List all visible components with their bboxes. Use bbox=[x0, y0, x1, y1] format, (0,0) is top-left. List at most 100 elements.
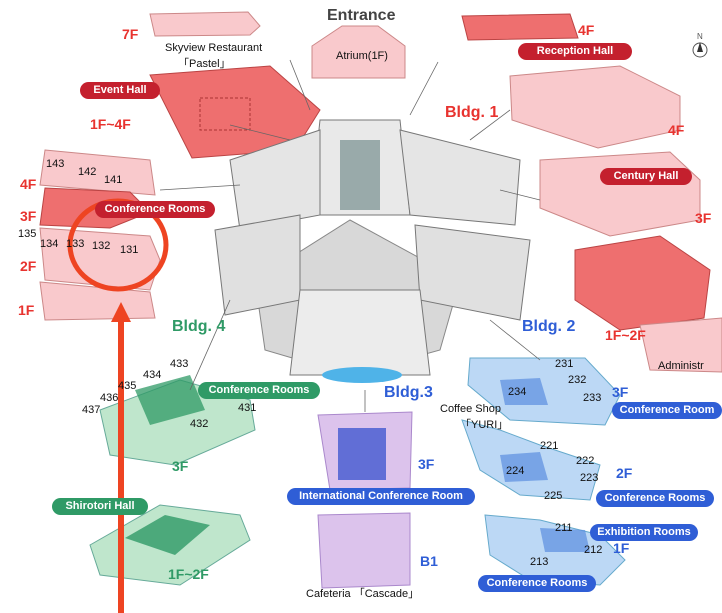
bldg1-east-wing bbox=[399, 129, 521, 226]
floor-plan-b4-conf bbox=[135, 375, 205, 425]
entrance-label: Entrance bbox=[327, 7, 396, 24]
floor-plan-admin bbox=[639, 317, 722, 373]
bldg3-wing bbox=[289, 289, 431, 376]
bldg4-conference-badge: Conference Rooms bbox=[198, 382, 320, 399]
coffee-shop-label-2: 「YURI」 bbox=[460, 419, 509, 431]
room-135: 135 bbox=[18, 228, 37, 240]
room-431: 431 bbox=[238, 402, 257, 414]
room-435: 435 bbox=[118, 380, 137, 392]
floor-plan-b3-b1 bbox=[317, 512, 411, 589]
exhibition-rooms-badge: Exhibition Rooms bbox=[590, 524, 698, 541]
bldg2-conference-3f-badge: Conference Room bbox=[612, 402, 722, 419]
bldg3-b1: B1 bbox=[420, 553, 438, 569]
floor-plan-event-hall bbox=[149, 65, 321, 159]
shirotori-hall-floor bbox=[125, 515, 210, 555]
bldg3-entrance bbox=[322, 367, 402, 383]
bldg2-3f: 3F bbox=[612, 384, 629, 400]
room-234: 234 bbox=[508, 386, 527, 398]
connector-line bbox=[289, 59, 311, 111]
skyview-label-2: 「Pastel」 bbox=[178, 58, 231, 70]
floor-plan-century-3f bbox=[539, 151, 701, 237]
bldg2-conference-2f-badge: Conference Rooms bbox=[596, 490, 714, 507]
century-1f-2f: 1F~2F bbox=[605, 327, 646, 343]
b2-3f-room bbox=[500, 378, 548, 405]
connector-line bbox=[469, 109, 511, 141]
bldg1-conference-badge: Conference Rooms bbox=[95, 201, 215, 218]
skyview-label-1: Skyview Restaurant bbox=[165, 42, 263, 54]
room-212: 212 bbox=[584, 544, 603, 556]
connector-line bbox=[409, 61, 439, 116]
administration-label: Administr bbox=[658, 360, 704, 372]
reception-4f: 4F bbox=[668, 122, 685, 138]
room-224: 224 bbox=[506, 465, 525, 477]
room-142: 142 bbox=[78, 166, 97, 178]
room-213: 213 bbox=[530, 556, 549, 568]
compass-label: N bbox=[697, 32, 703, 41]
floor-plan-reception-hall bbox=[509, 65, 681, 149]
coffee-shop-label-1: Coffee Shop bbox=[440, 403, 501, 415]
bldg2-2f: 2F bbox=[616, 465, 633, 481]
event-hall-badge: Event Hall bbox=[80, 82, 160, 99]
room-436: 436 bbox=[100, 392, 119, 404]
floor-plan-atrium bbox=[311, 25, 406, 79]
shirotori-hall-badge: Shirotori Hall bbox=[52, 498, 148, 515]
bldg1-4f: 4F bbox=[20, 176, 37, 192]
bldg2-wing bbox=[414, 224, 531, 321]
connector-line bbox=[159, 184, 241, 191]
room-232: 232 bbox=[568, 374, 587, 386]
cafeteria-label: Cafeteria 「Cascade」 bbox=[306, 588, 420, 600]
atrium-label: Atrium(1F) bbox=[336, 50, 388, 62]
floor-plan-b1-4f bbox=[39, 149, 156, 196]
annotation-arrow-head bbox=[111, 302, 131, 322]
connector-line bbox=[189, 299, 231, 391]
room-131: 131 bbox=[120, 244, 139, 256]
room-141: 141 bbox=[104, 174, 123, 186]
room-233: 233 bbox=[583, 392, 602, 404]
connector-line bbox=[489, 319, 541, 361]
room-143: 143 bbox=[46, 158, 65, 170]
room-231: 231 bbox=[555, 358, 574, 370]
room-222: 222 bbox=[576, 455, 595, 467]
compass-icon bbox=[692, 42, 708, 58]
room-434: 434 bbox=[143, 369, 162, 381]
bldg1-3f: 3F bbox=[20, 208, 37, 224]
room-433: 433 bbox=[170, 358, 189, 370]
bldg4-label: Bldg. 4 bbox=[172, 318, 226, 335]
floor-4f-top: 4F bbox=[578, 22, 595, 38]
bldg1-label: Bldg. 1 bbox=[445, 104, 499, 121]
floor-7f: 7F bbox=[122, 26, 139, 42]
room-211: 211 bbox=[555, 522, 573, 534]
connector-line bbox=[229, 124, 291, 141]
room-221: 221 bbox=[540, 440, 559, 452]
room-134: 134 bbox=[40, 238, 59, 250]
central-tower-window bbox=[340, 140, 380, 210]
century-3f: 3F bbox=[695, 210, 712, 226]
bldg1-2f: 2F bbox=[20, 258, 37, 274]
floor-plan-7f bbox=[149, 11, 261, 37]
b2-2f-room bbox=[500, 452, 548, 482]
floor-plan-century-1f2f bbox=[574, 235, 711, 331]
bldg2-conference-1f-badge: Conference Rooms bbox=[478, 575, 596, 592]
connector-line bbox=[499, 189, 541, 201]
room-223: 223 bbox=[580, 472, 599, 484]
floor-1f-4f: 1F~4F bbox=[90, 116, 131, 132]
bldg3-label: Bldg.3 bbox=[384, 384, 433, 401]
bldg2-1f: 1F bbox=[613, 540, 630, 556]
bldg1-1f: 1F bbox=[18, 302, 35, 318]
b3-3f-room bbox=[338, 428, 386, 480]
bldg3-3f: 3F bbox=[418, 456, 435, 472]
bldg4-3f: 3F bbox=[172, 458, 189, 474]
bldg4-wing bbox=[214, 214, 301, 316]
room-437: 437 bbox=[82, 404, 101, 416]
century-hall-badge: Century Hall bbox=[600, 168, 692, 185]
room-132: 132 bbox=[92, 240, 111, 252]
room-133: 133 bbox=[66, 238, 85, 250]
floor-plan-4f-top bbox=[461, 13, 579, 41]
room-225: 225 bbox=[544, 490, 563, 502]
bldg2-label: Bldg. 2 bbox=[522, 318, 576, 335]
international-conference-badge: International Conference Room bbox=[287, 488, 475, 505]
event-hall-stage bbox=[199, 97, 251, 131]
b2-1f-room bbox=[540, 528, 590, 552]
reception-hall-badge: Reception Hall bbox=[518, 43, 632, 60]
